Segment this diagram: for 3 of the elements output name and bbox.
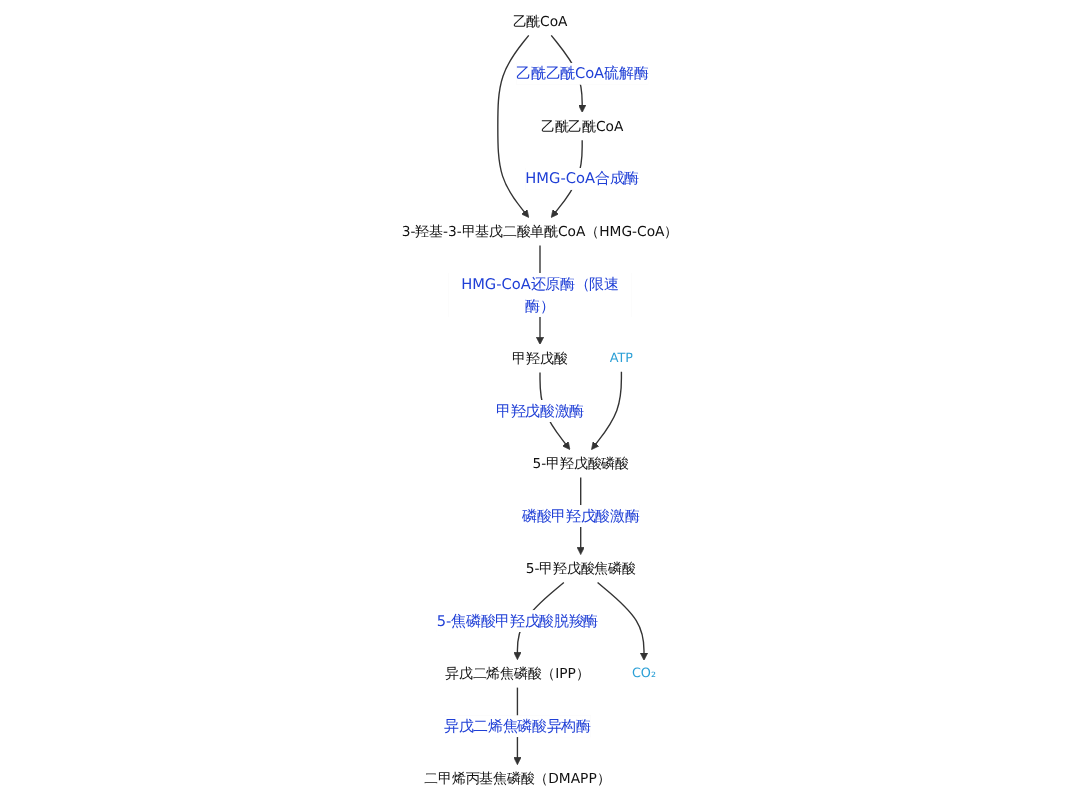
arrow — [497, 34, 530, 218]
arrow — [596, 581, 649, 661]
arrow — [591, 371, 623, 450]
